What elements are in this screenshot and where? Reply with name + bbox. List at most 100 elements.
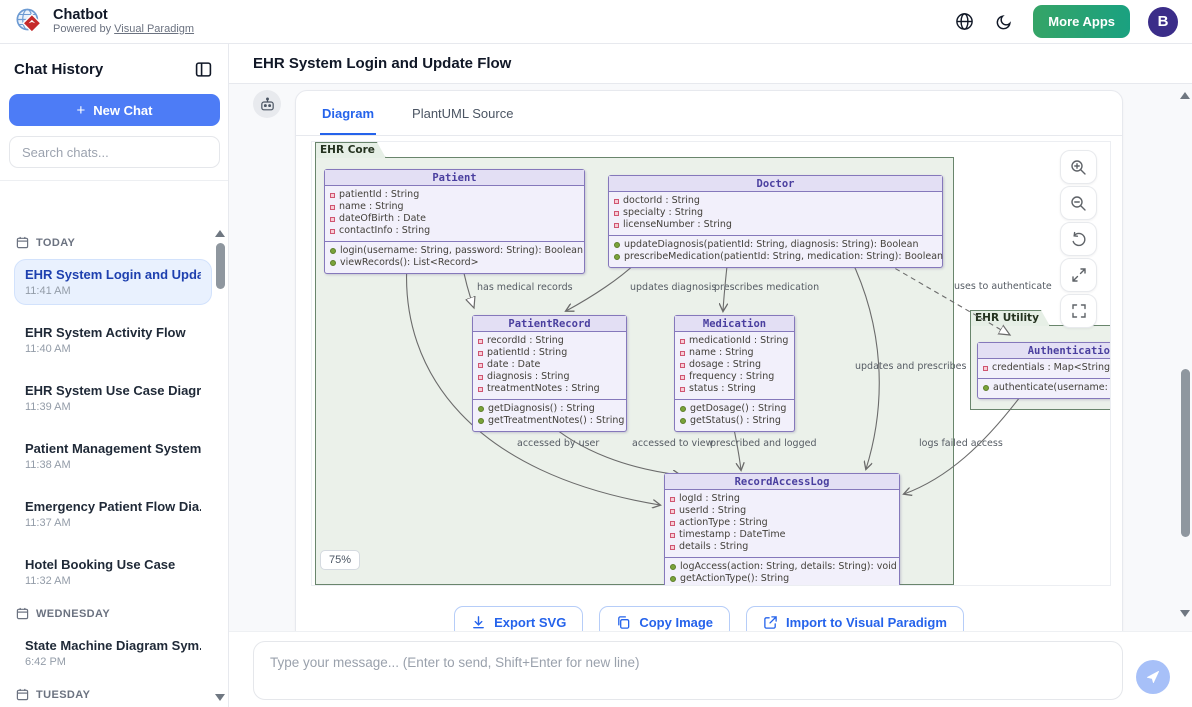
- class-method: viewRecords(): List<Record>: [330, 257, 579, 269]
- attribute-icon: [478, 386, 483, 392]
- class-method: getTreatmentNotes() : String: [478, 415, 624, 427]
- class-title: Doctor: [609, 176, 942, 192]
- chat-item[interactable]: EHR System Login and Upda... 11:41 AM: [14, 259, 212, 305]
- class-title: Patient: [325, 170, 584, 186]
- main-area: EHR System Login and Update Flow Diagram…: [229, 44, 1192, 707]
- class-attribute: doctorId : String: [614, 195, 937, 207]
- attribute-icon: [680, 350, 685, 356]
- chat-history-title: Chat History: [14, 60, 104, 78]
- chat-item-time: 11:32 AM: [25, 575, 71, 587]
- class-attribute: dosage : String: [680, 359, 789, 371]
- visual-paradigm-link[interactable]: Visual Paradigm: [114, 22, 195, 35]
- reset-view-icon[interactable]: [1060, 222, 1097, 256]
- page-title: EHR System Login and Update Flow: [253, 55, 512, 72]
- attribute-icon: [330, 192, 335, 198]
- attribute-icon: [614, 222, 619, 228]
- chat-content: Diagram PlantUML Source EHR Core EHR Util…: [229, 84, 1192, 707]
- class-attribute: patientId : String: [330, 189, 579, 201]
- bot-avatar-icon: [253, 90, 281, 118]
- class-method: prescribeMedication(patientId: String, m…: [614, 251, 943, 263]
- chat-item-time: 6:42 PM: [25, 656, 66, 668]
- diagram-zoom-tools: [1060, 150, 1097, 328]
- method-icon: [478, 418, 484, 424]
- tab-plantuml-source[interactable]: PlantUML Source: [412, 106, 514, 121]
- language-globe-icon[interactable]: [953, 11, 975, 33]
- edge-label: prescribes medication: [714, 282, 820, 293]
- method-icon: [330, 260, 336, 266]
- class-attribute: specialty : String: [614, 207, 937, 219]
- new-chat-button[interactable]: + New Chat: [9, 94, 220, 126]
- chat-item-title: EHR System Use Case Diagram: [25, 383, 201, 398]
- chat-item[interactable]: State Machine Diagram Sym... 6:42 PM: [14, 630, 212, 676]
- dark-mode-moon-icon[interactable]: [993, 11, 1015, 33]
- composer: [229, 631, 1192, 707]
- attribute-icon: [330, 228, 335, 234]
- class-title: PatientRecord: [473, 316, 626, 332]
- method-icon: [670, 576, 676, 582]
- chat-group-label: TUESDAY: [16, 688, 212, 701]
- class-title: Authentication: [978, 343, 1110, 359]
- collapse-sidebar-icon[interactable]: [192, 58, 214, 80]
- chat-item[interactable]: Hotel Booking Use Case 11:32 AM: [14, 549, 212, 595]
- class-attribute: userId : String: [670, 505, 894, 517]
- chat-item[interactable]: EHR System Use Case Diagram 11:39 AM: [14, 375, 212, 421]
- zoom-level-badge: 75%: [320, 550, 361, 570]
- top-bar: Chatbot Powered by Visual Paradigm More …: [0, 0, 1192, 44]
- chat-item-time: 11:37 AM: [25, 517, 71, 529]
- powered-by: Powered by Visual Paradigm: [53, 22, 195, 35]
- chat-item-title: Patient Management System...: [25, 441, 201, 456]
- attribute-icon: [330, 216, 335, 222]
- attribute-icon: [614, 198, 619, 204]
- method-icon: [330, 248, 336, 254]
- chat-item-title: EHR System Login and Upda...: [25, 267, 201, 282]
- class-attribute: date : Date: [478, 359, 621, 371]
- chat-item-time: 11:40 AM: [25, 343, 71, 355]
- plus-icon: +: [76, 101, 86, 119]
- tab-diagram[interactable]: Diagram: [320, 96, 377, 135]
- chat-item[interactable]: Patient Management System...11:38 AM: [14, 433, 212, 479]
- diagram-message-card: Diagram PlantUML Source EHR Core EHR Util…: [295, 90, 1123, 675]
- class-method: authenticate(username: S: [983, 382, 1110, 394]
- app-logo-icon: [14, 7, 44, 37]
- attribute-icon: [670, 532, 675, 538]
- class-attribute: timestamp : DateTime: [670, 529, 894, 541]
- class-method: getStatus() : String: [680, 415, 789, 427]
- tab-bar: Diagram PlantUML Source: [296, 91, 1122, 136]
- chat-item-title: State Machine Diagram Sym...: [25, 638, 201, 653]
- package-ehr-utility-label: EHR Utility: [970, 310, 1050, 326]
- search-input[interactable]: [9, 136, 220, 168]
- chat-item-title: EHR System Activity Flow: [25, 325, 186, 340]
- chat-item[interactable]: Emergency Patient Flow Dia... 11:37 AM: [14, 491, 212, 537]
- message-input[interactable]: [253, 641, 1123, 700]
- zoom-in-icon[interactable]: [1060, 150, 1097, 184]
- uml-diagram-canvas[interactable]: EHR Core EHR Utility: [311, 141, 1111, 586]
- class-method: logAccess(action: String, details: Strin…: [670, 561, 897, 573]
- attribute-icon: [478, 338, 483, 344]
- sidebar-scrollbar[interactable]: [215, 230, 225, 701]
- fullscreen-icon[interactable]: [1060, 294, 1097, 328]
- chat-item-title: Hotel Booking Use Case: [25, 557, 176, 572]
- package-ehr-core-label: EHR Core: [315, 142, 386, 158]
- edge-label: accessed by user: [517, 438, 600, 449]
- edge-label: prescribed and logged: [710, 438, 817, 449]
- attribute-icon: [983, 365, 988, 371]
- more-apps-button[interactable]: More Apps: [1033, 5, 1130, 38]
- chat-item-time: 11:39 AM: [25, 401, 71, 413]
- chat-item[interactable]: EHR System Activity Flow 11:40 AM: [14, 317, 212, 363]
- expand-icon[interactable]: [1060, 258, 1097, 292]
- class-attribute: status : String: [680, 383, 789, 395]
- zoom-out-icon[interactable]: [1060, 186, 1097, 220]
- chat-item-title: Emergency Patient Flow Dia...: [25, 499, 201, 514]
- class-attribute: credentials : Map<String: [983, 362, 1110, 374]
- send-button[interactable]: [1136, 660, 1170, 694]
- class-attribute: licenseNumber : String: [614, 219, 937, 231]
- user-avatar[interactable]: B: [1148, 6, 1178, 37]
- main-scrollbar[interactable]: [1180, 92, 1190, 617]
- chat-item-time: 11:41 AM: [25, 285, 71, 297]
